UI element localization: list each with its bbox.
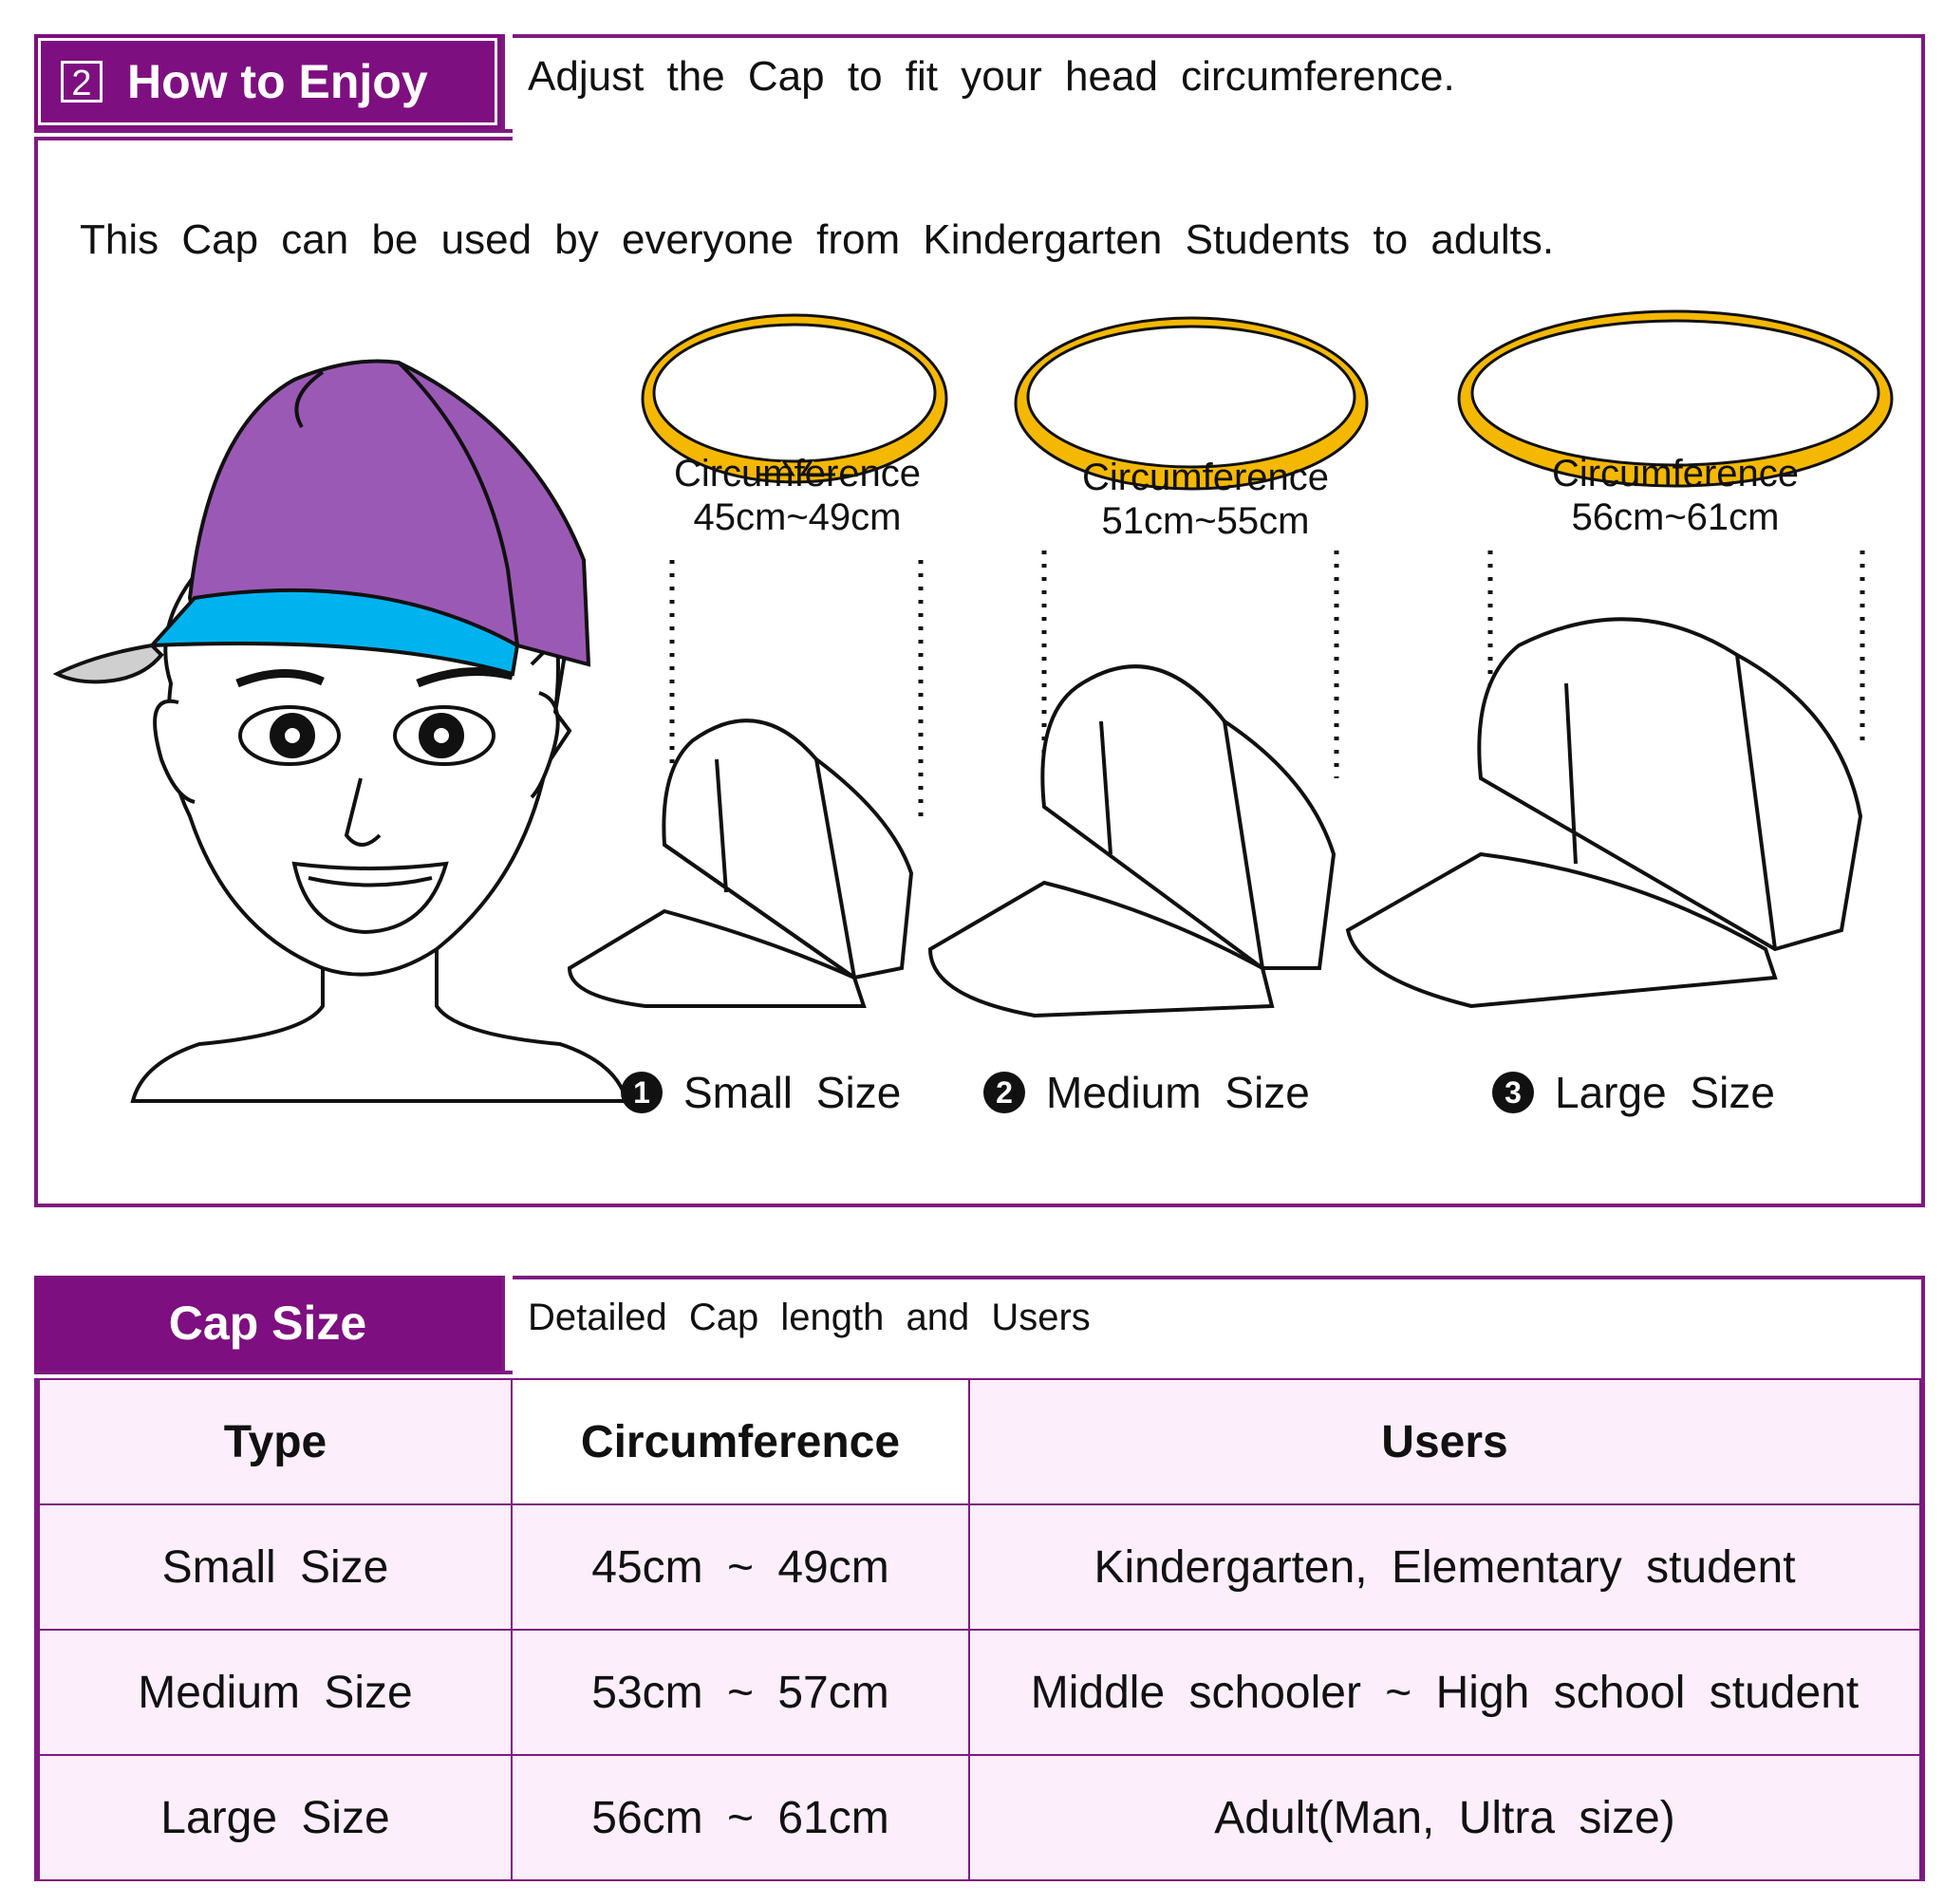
cell-users: Kindergarten, Elementary student: [968, 1503, 1921, 1631]
header-divider: [34, 129, 513, 140]
cap-outline-large: [1345, 617, 1863, 1009]
table-row: Small Size 45cm ~ 49cm Kindergarten, Ele…: [38, 1503, 1921, 1631]
number-badge: 3: [1492, 1072, 1534, 1113]
section-number: 2: [61, 61, 103, 103]
how-to-enjoy-panel: [34, 34, 1925, 1207]
section-subtitle: Adjust the Cap to fit your head circumfe…: [528, 53, 1455, 100]
column-header-type: Type: [38, 1378, 513, 1505]
size-label-small: 1 Small Size: [621, 1067, 901, 1118]
ring-text-large: Circumference 56cm~61cm: [1538, 452, 1813, 539]
intro-text: This Cap can be used by everyone from Ki…: [80, 216, 1555, 263]
cell-type: Medium Size: [38, 1629, 513, 1756]
column-header-circumference: Circumference: [511, 1378, 970, 1505]
cell-type: Small Size: [38, 1503, 513, 1631]
purple-cap: [52, 359, 591, 684]
section-header-how-to-enjoy: 2 How to Enjoy: [34, 34, 501, 129]
header-divider: [501, 1276, 513, 1382]
section-title: How to Enjoy: [127, 55, 428, 108]
size-label-medium: 2 Medium Size: [983, 1067, 1310, 1118]
size-label-text: Large Size: [1555, 1068, 1775, 1117]
ring-small: [641, 313, 948, 816]
size-label-text: Medium Size: [1046, 1068, 1310, 1117]
section-title: Cap Size: [168, 1297, 367, 1350]
ring-range: 51cm~55cm: [1101, 500, 1310, 542]
cell-circumference: 56cm ~ 61cm: [511, 1754, 970, 1881]
cap-outline-small: [567, 719, 914, 1008]
header-divider: [501, 34, 513, 140]
table-row: Large Size 56cm ~ 61cm Adult(Man, Ultra …: [38, 1754, 1921, 1881]
ring-text-medium: Circumference 51cm~55cm: [1063, 456, 1348, 543]
cap-outline-medium: [927, 664, 1336, 1018]
number-badge: 1: [621, 1072, 663, 1113]
ring-text-small: Circumference 45cm~49cm: [664, 452, 930, 539]
cell-users: Middle schooler ~ High school student: [968, 1629, 1921, 1756]
size-table: Type Circumference Users Small Size 45cm…: [38, 1378, 1921, 1881]
cell-type: Large Size: [38, 1754, 513, 1881]
size-label-large: 3 Large Size: [1492, 1067, 1775, 1118]
ring-large: [1457, 309, 1894, 750]
number-badge: 2: [983, 1072, 1025, 1113]
ring-range: 56cm~61cm: [1571, 496, 1780, 538]
ring-medium: [1014, 316, 1369, 778]
ring-label: Circumference: [673, 453, 922, 495]
section-subtitle: Detailed Cap length and Users: [528, 1297, 1091, 1338]
ring-label: Circumference: [1551, 453, 1800, 495]
table-row: Medium Size 53cm ~ 57cm Middle schooler …: [38, 1629, 1921, 1756]
cell-circumference: 45cm ~ 49cm: [511, 1503, 970, 1631]
ring-label: Circumference: [1081, 457, 1330, 498]
section-header-cap-size: Cap Size: [34, 1276, 501, 1371]
table-header-row: Type Circumference Users: [38, 1378, 1921, 1505]
cell-users: Adult(Man, Ultra size): [968, 1754, 1921, 1881]
ring-range: 45cm~49cm: [693, 496, 902, 538]
cap-illustration: [52, 309, 1894, 1103]
cell-circumference: 53cm ~ 57cm: [511, 1629, 970, 1756]
column-header-users: Users: [968, 1378, 1921, 1505]
size-label-text: Small Size: [683, 1068, 902, 1117]
